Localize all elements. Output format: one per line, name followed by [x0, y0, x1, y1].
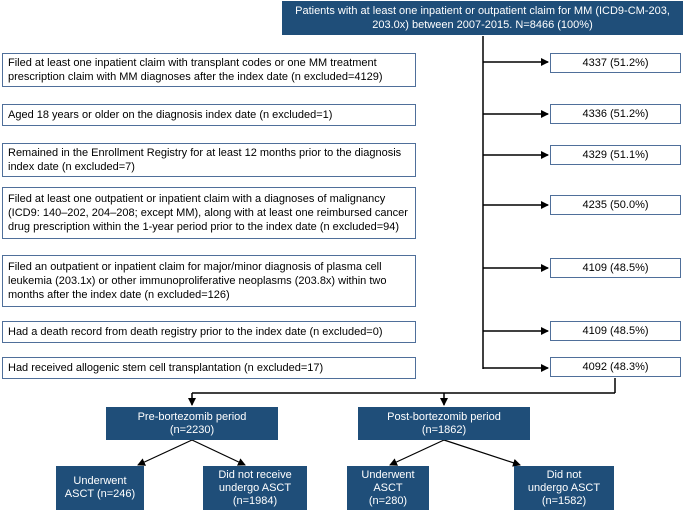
- post-no-asct-box: Did not undergo ASCT (n=1582): [514, 466, 614, 510]
- pre-underwent-asct-box: Underwent ASCT (n=246): [56, 466, 144, 510]
- count-text-5: 4109 (48.5%): [582, 262, 649, 274]
- count-box-7: 4092 (48.3%): [550, 357, 681, 377]
- criterion-box-7: Had received allogenic stem cell transpl…: [2, 357, 416, 379]
- pre-bortezomib-box: Pre-bortezomib period (n=2230): [106, 407, 278, 440]
- count-box-1: 4337 (51.2%): [550, 53, 681, 73]
- count-text-6: 4109 (48.5%): [582, 325, 649, 337]
- post-underwent-asct-box: Underwent ASCT (n=280): [347, 466, 429, 510]
- criterion-text-3: Remained in the Enrollment Registry for …: [8, 147, 402, 173]
- criterion-box-5: Filed an outpatient or inpatient claim f…: [2, 255, 416, 307]
- arrow-pre-no: [191, 439, 246, 466]
- arrow-post-no: [443, 439, 521, 467]
- count-text-2: 4336 (51.2%): [582, 108, 649, 120]
- count-text-7: 4092 (48.3%): [582, 361, 649, 373]
- criterion-box-3: Remained in the Enrollment Registry for …: [2, 143, 416, 177]
- criterion-box-6: Had a death record from death registry p…: [2, 321, 416, 343]
- count-box-5: 4109 (48.5%): [550, 258, 681, 278]
- post-bortezomib-box: Post-bortezomib period (n=1862): [358, 407, 530, 440]
- criterion-text-4: Filed at least one outpatient or inpatie…: [8, 193, 408, 233]
- pre-no-asct-box: Did not receive undergo ASCT (n=1984): [203, 466, 307, 510]
- count-box-3: 4329 (51.1%): [550, 145, 681, 165]
- criterion-text-7: Had received allogenic stem cell transpl…: [8, 362, 324, 374]
- count-box-2: 4336 (51.2%): [550, 104, 681, 124]
- criterion-box-2: Aged 18 years or older on the diagnosis …: [2, 104, 416, 126]
- criterion-text-1: Filed at least one inpatient claim with …: [8, 57, 383, 83]
- criterion-box-4: Filed at least one outpatient or inpatie…: [2, 187, 416, 239]
- count-text-3: 4329 (51.1%): [582, 149, 649, 161]
- criterion-text-6: Had a death record from death registry p…: [8, 326, 383, 338]
- count-text-1: 4337 (51.2%): [582, 57, 649, 69]
- arrow-post-asct: [389, 439, 445, 466]
- arrow-pre-asct: [137, 439, 193, 466]
- count-text-4: 4235 (50.0%): [582, 199, 649, 211]
- count-box-4: 4235 (50.0%): [550, 195, 681, 215]
- criterion-text-2: Aged 18 years or older on the diagnosis …: [8, 109, 333, 121]
- cohort-top-box: Patients with at least one inpatient or …: [282, 1, 683, 35]
- count-box-6: 4109 (48.5%): [550, 321, 681, 341]
- criterion-text-5: Filed an outpatient or inpatient claim f…: [8, 261, 387, 301]
- criterion-box-1: Filed at least one inpatient claim with …: [2, 53, 416, 87]
